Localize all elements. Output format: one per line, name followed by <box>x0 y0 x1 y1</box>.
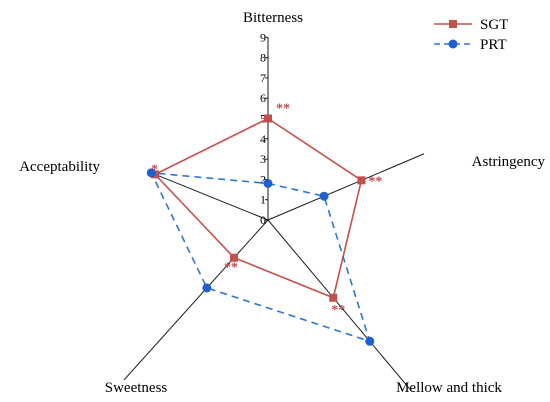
axis-label-sweetness: Sweetness <box>105 380 168 396</box>
significance-bitterness: ** <box>276 102 290 117</box>
tick-label-5: 5 <box>260 112 266 126</box>
tick-label-3: 3 <box>260 152 266 166</box>
axis-label-mellow-and-thick: Mellow and thick <box>396 380 502 396</box>
point-sgt-sweetness <box>230 253 239 262</box>
series-layer <box>146 114 375 346</box>
significance-acceptability: * <box>151 162 158 177</box>
legend-marker-prt <box>448 39 458 49</box>
legend-marker-sgt <box>449 20 457 28</box>
tick-label-7: 7 <box>260 71 266 85</box>
point-prt-astringency <box>319 191 329 201</box>
point-prt-acceptability <box>146 168 156 178</box>
axis-label-acceptability: Acceptability <box>19 159 100 175</box>
tick-label-2: 2 <box>260 172 266 186</box>
tick-label-6: 6 <box>260 91 266 105</box>
series-line-sgt <box>153 117 363 299</box>
tick-label-4: 4 <box>260 132 266 146</box>
legend-label-sgt: SGT <box>480 17 508 33</box>
significance-mellow-and-thick: ** <box>331 303 345 318</box>
axis-line-astringency <box>267 153 425 221</box>
axis-label-bitterness: Bitterness <box>243 10 303 26</box>
point-prt-mellow-and-thick <box>365 336 375 346</box>
tick-label-0: 0 <box>260 213 266 227</box>
axis-line-mellow-and-thick <box>267 219 412 392</box>
significance-astringency: ** <box>368 174 382 189</box>
point-prt-sweetness <box>202 283 212 293</box>
tick-label-1: 1 <box>260 193 266 207</box>
tick-label-8: 8 <box>260 51 266 65</box>
point-sgt-astringency <box>357 176 366 185</box>
legend: SGT PRT <box>434 17 508 53</box>
legend-label-prt: PRT <box>480 37 507 53</box>
significance-sweetness: ** <box>224 261 238 276</box>
axis-line-acceptability <box>147 170 269 221</box>
point-sgt-bitterness <box>264 114 272 123</box>
axis-label-astringency: Astringency <box>472 154 546 170</box>
axis-line-sweetness <box>123 219 269 381</box>
point-prt-bitterness <box>263 178 273 188</box>
point-sgt-mellow-and-thick <box>329 293 338 302</box>
tick-label-9: 9 <box>260 30 266 44</box>
series-line-prt <box>149 171 372 343</box>
axes-layer: 0 1 2 3 4 5 6 7 8 9 <box>123 30 425 392</box>
